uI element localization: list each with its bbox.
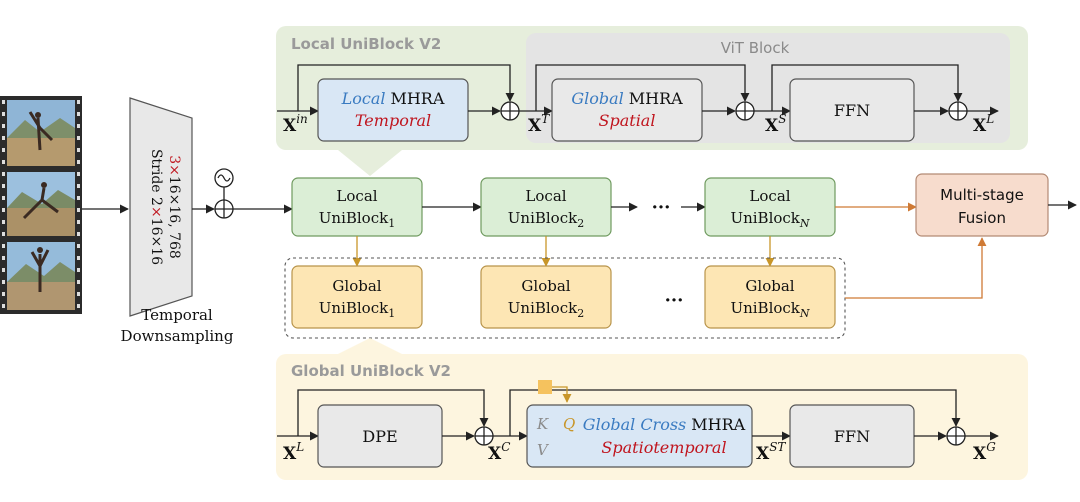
local-uniblock-n: Local UniBlockN <box>704 177 836 237</box>
query-token-icon <box>538 380 552 394</box>
video-frame <box>7 242 75 310</box>
block-label: Local <box>525 187 566 205</box>
local-ffn-label: FFN <box>834 101 870 120</box>
conv-kernel-label: 3×16×16, 768 <box>166 155 182 259</box>
var-x-s: XS <box>765 112 786 136</box>
block-name: UniBlock2 <box>508 209 584 230</box>
var-x-t: XT <box>528 112 550 136</box>
multi-stage-fusion-box: Multi-stage Fusion <box>915 173 1049 237</box>
global-ffn-label: FFN <box>834 427 870 446</box>
block-name: UniBlockN <box>730 299 809 320</box>
vit-block-title: ViT Block <box>721 39 790 57</box>
sum-node <box>474 426 494 446</box>
local-mhra-axis: Temporal <box>355 111 431 130</box>
var-x-in: Xin <box>283 112 308 136</box>
var-x-st: XST <box>756 440 786 464</box>
key-label: K <box>536 415 549 433</box>
input-video-filmstrip <box>0 96 82 314</box>
position-embedding-icon <box>214 168 234 188</box>
film-sprocket-holes <box>2 100 80 308</box>
local-uniblock-2: Local UniBlock2 <box>480 177 612 237</box>
local-ffn-box <box>789 78 915 142</box>
block-label: Local <box>749 187 790 205</box>
local-panel-pointer <box>338 150 402 176</box>
global-mhra-box <box>551 78 703 142</box>
global-uniblock-v2-panel: Global UniBlock V2 XL DPE XC K Q V Globa… <box>276 338 1028 480</box>
global-uniblock-n: Global UniBlockN <box>704 265 836 329</box>
video-frame <box>7 172 75 236</box>
global-panel-title: Global UniBlock V2 <box>291 362 451 380</box>
block-label: Global <box>521 277 570 295</box>
local-mhra-box <box>317 78 469 142</box>
block-name: UniBlockN <box>730 209 809 230</box>
sum-node <box>500 101 520 121</box>
block-name: UniBlock1 <box>319 209 395 230</box>
var-x-c: XC <box>488 440 510 464</box>
query-label: Q <box>563 415 575 433</box>
value-label: V <box>537 441 550 459</box>
conv-stride-label: Stride 2×16×16 <box>148 149 164 265</box>
block-label: Global <box>332 277 381 295</box>
var-x-l-in: XL <box>283 440 304 464</box>
dpe-label: DPE <box>362 427 397 446</box>
block-name: UniBlock2 <box>508 299 584 320</box>
video-frame <box>7 100 75 166</box>
downsampling-trapezoid <box>129 97 193 317</box>
sum-node <box>214 199 234 219</box>
global-panel-pointer <box>338 338 402 354</box>
cross-mhra-axis: Spatiotemporal <box>601 438 726 457</box>
block-label: Local <box>336 187 377 205</box>
fusion-line2: Fusion <box>958 209 1006 227</box>
var-x-l: XL <box>973 112 994 136</box>
local-row-ellipsis: ··· <box>652 197 671 218</box>
global-uniblock-1: Global UniBlock1 <box>291 265 423 329</box>
fusion-line1: Multi-stage <box>940 186 1024 204</box>
sum-node <box>735 101 755 121</box>
downsampling-caption-line1: Temporal <box>141 306 213 324</box>
global-mhra-axis: Spatial <box>599 111 656 130</box>
sum-node <box>948 101 968 121</box>
local-panel-title: Local UniBlock V2 <box>291 35 441 53</box>
downsampling-caption-line2: Downsampling <box>121 327 234 345</box>
var-x-g: XG <box>973 440 996 464</box>
global-uniblock-2: Global UniBlock2 <box>480 265 612 329</box>
temporal-downsampling-block: 3×16×16, 768 Stride 2×16×16 Temporal Dow… <box>121 97 234 345</box>
local-uniblock-1: Local UniBlock1 <box>291 177 423 237</box>
block-label: Global <box>745 277 794 295</box>
block-name: UniBlock1 <box>319 299 395 320</box>
global-row-ellipsis: ··· <box>665 290 684 311</box>
sum-node <box>946 426 966 446</box>
